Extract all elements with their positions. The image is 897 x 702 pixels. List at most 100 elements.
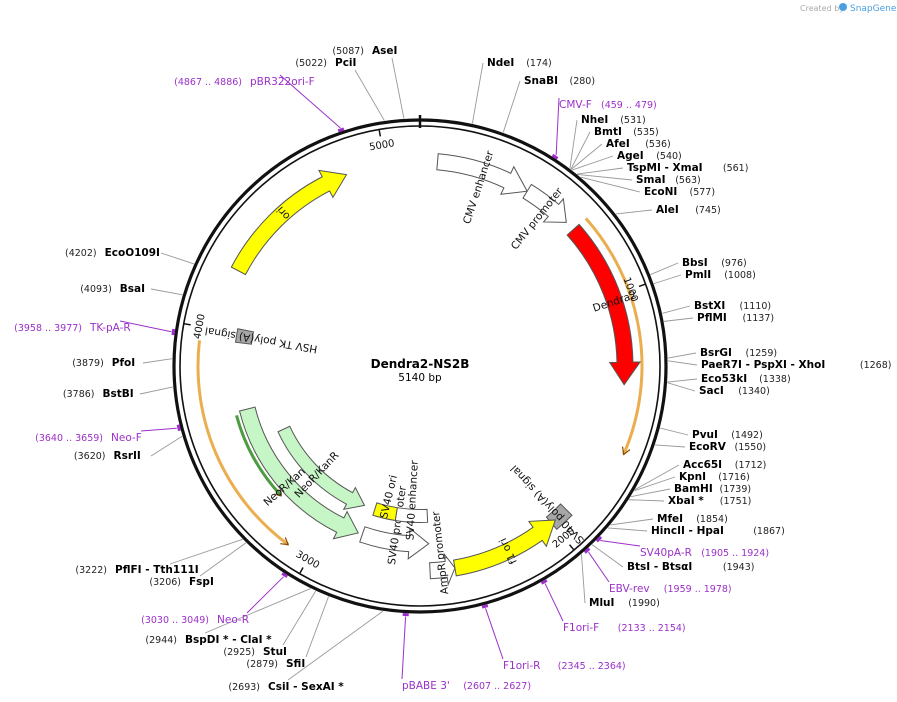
site-pflfi[interactable]: PflFI - Tth111I(3222)	[75, 564, 198, 576]
site-name: PfoI	[112, 357, 135, 369]
site-pflmi[interactable]: PflMI(1137)	[697, 312, 774, 324]
site-name: MfeI	[657, 513, 683, 525]
site-name: SacI	[699, 385, 724, 397]
feature-sv40-ori[interactable]	[372, 502, 398, 522]
restriction-sites: NdeI(174) SnaBI(280) NheI(531)BmtI(535)Afe…	[63, 45, 892, 693]
site-tspmi[interactable]: TspMI - XmaI(561)	[627, 162, 748, 174]
site-position: (174)	[526, 58, 552, 69]
primer-cmv-f[interactable]: CMV-F(459 .. 479)	[555, 97, 657, 156]
primer-pbr322ori-f[interactable]: pBR322ori-F(4867 .. 4886)	[174, 74, 341, 129]
site-name: KpnI	[679, 471, 706, 483]
site-hincii[interactable]: HincII - HpaI(1867)	[651, 525, 785, 537]
site-bstbi[interactable]: BstBI(3786)	[63, 388, 134, 400]
site-name: MluI	[589, 597, 614, 609]
site-afei[interactable]: AfeI(536)	[606, 138, 671, 150]
site-kpni[interactable]: KpnI(1716)	[679, 471, 750, 483]
primer-sv40pa-r[interactable]: SV40pA-R(1905 .. 1924)	[600, 540, 769, 559]
feature-neor-kanr[interactable]	[238, 406, 359, 540]
primer-ebv-rev[interactable]: EBV-rev(1959 .. 1978)	[588, 551, 732, 595]
feature-ampr-promoter[interactable]	[429, 552, 456, 587]
site-nhei[interactable]: NheI(531)	[581, 114, 646, 126]
site-leader-line	[569, 119, 578, 169]
site-ecoo109i[interactable]: EcoO109I(4202)	[65, 247, 160, 259]
feature-f1-ori[interactable]	[452, 519, 557, 577]
primer-leader-line	[119, 320, 172, 333]
site-bamhi[interactable]: BamHI(1739)	[674, 483, 751, 495]
site-name: TspMI - XmaI	[627, 162, 703, 174]
primer-neo-r[interactable]: Neo-R(3030 .. 3049)	[141, 576, 284, 626]
site-position: (535)	[633, 127, 659, 138]
site-leader-line	[391, 57, 405, 119]
site-name: NheI	[581, 114, 608, 126]
site-saci[interactable]: SacI(1340)	[699, 385, 770, 397]
site-name: SnaBI	[524, 75, 558, 87]
site-stui[interactable]: StuI(2925)	[223, 646, 287, 658]
feature-cmv-promoter[interactable]	[522, 183, 567, 223]
primer-name: EBV-rev	[609, 583, 650, 595]
site-name: AseI	[372, 45, 397, 57]
site-acc65i[interactable]: Acc65I(1712)	[683, 459, 766, 471]
site-name: BstXI	[694, 300, 725, 312]
site-smai[interactable]: SmaI(563)	[636, 174, 701, 186]
site-pvui[interactable]: PvuI(1492)	[692, 429, 763, 441]
site-position: (1137)	[743, 313, 775, 324]
primer-f1ori-f[interactable]: F1ori-F(2133 .. 2154)	[544, 583, 686, 634]
site-position: (3879)	[72, 358, 104, 369]
site-econi[interactable]: EcoNI(577)	[644, 186, 715, 198]
site-fspi[interactable]: FspI(3206)	[149, 576, 213, 588]
feature-hsv-tk-poly-a-signal[interactable]	[234, 328, 255, 345]
primer-labels: pBR322ori-F(4867 .. 4886) CMV-F(459 .. 47…	[14, 74, 769, 692]
feature-sv40-promoter[interactable]	[359, 526, 430, 560]
site-snabi[interactable]: SnaBI(280)	[524, 75, 595, 87]
site-position: (1492)	[731, 430, 763, 441]
site-pcii[interactable]: PciI(5022)	[295, 57, 356, 69]
primer-mark	[281, 572, 289, 578]
site-position: (976)	[721, 258, 747, 269]
site-paer7i[interactable]: PaeR7I - PspXI - XhoI(1268)	[701, 359, 891, 371]
site-eco53ki[interactable]: Eco53kI(1338)	[701, 373, 791, 385]
site-bbsi[interactable]: BbsI(976)	[682, 257, 747, 269]
site-bsrgi[interactable]: BsrGI(1259)	[700, 347, 777, 359]
site-csii[interactable]: CsiI - SexAI *(2693)	[228, 681, 344, 693]
site-asei[interactable]: AseI(5087)	[332, 45, 397, 57]
feature-ori[interactable]	[230, 169, 348, 276]
primer-neo-f[interactable]: Neo-F(3640 .. 3659)	[35, 427, 177, 444]
site-agei[interactable]: AgeI(540)	[617, 150, 682, 162]
site-mfei[interactable]: MfeI(1854)	[657, 513, 728, 525]
site-xbai[interactable]: XbaI *(1751)	[668, 495, 751, 507]
site-rsrii[interactable]: RsrII(3620)	[74, 450, 141, 462]
tick-label: 3000	[294, 549, 322, 571]
feature-neor-kanr[interactable]	[277, 425, 366, 511]
site-alei[interactable]: AleI(745)	[656, 204, 721, 216]
tick-mark	[183, 322, 191, 326]
site-leader-line	[150, 435, 183, 457]
primer-pbabe-3[interactable]: pBABE 3'(2607 .. 2627)	[401, 616, 531, 692]
site-ndei[interactable]: NdeI(174)	[487, 57, 552, 69]
site-btsi[interactable]: BtsI - BtsαI(1943)	[627, 561, 754, 573]
primer-mark	[595, 535, 603, 543]
feature-dendra2[interactable]	[566, 223, 642, 386]
primer-position: (3958 .. 3977)	[14, 323, 82, 334]
site-leader-line	[471, 62, 484, 124]
site-bsai[interactable]: BsaI(4093)	[80, 283, 145, 295]
site-bmti[interactable]: BmtI(535)	[594, 126, 659, 138]
primer-tk-pa-r[interactable]: TK-pA-R(3958 .. 3977)	[14, 320, 172, 334]
primer-leader-line	[246, 576, 284, 614]
site-pmli[interactable]: PmlI(1008)	[685, 269, 756, 281]
primer-mark	[337, 127, 345, 133]
site-ecorv[interactable]: EcoRV(1550)	[689, 441, 766, 453]
site-leader-line	[628, 499, 665, 502]
site-bspdi[interactable]: BspDI * - ClaI *(2944)	[145, 634, 272, 646]
site-mlui[interactable]: MluI(1990)	[589, 597, 660, 609]
primer-f1ori-r[interactable]: F1ori-R(2345 .. 2364)	[485, 608, 626, 672]
site-position: (3620)	[74, 451, 106, 462]
site-bstxi[interactable]: BstXI(1110)	[694, 300, 771, 312]
site-leader-line	[169, 538, 243, 565]
site-position: (1550)	[735, 442, 767, 453]
site-leader-line	[667, 378, 698, 383]
site-pfoi[interactable]: PfoI (3879)	[72, 357, 135, 369]
site-sfii[interactable]: SfiI(2879)	[246, 658, 305, 670]
site-position: (1739)	[720, 484, 752, 495]
site-leader-line	[580, 176, 641, 193]
